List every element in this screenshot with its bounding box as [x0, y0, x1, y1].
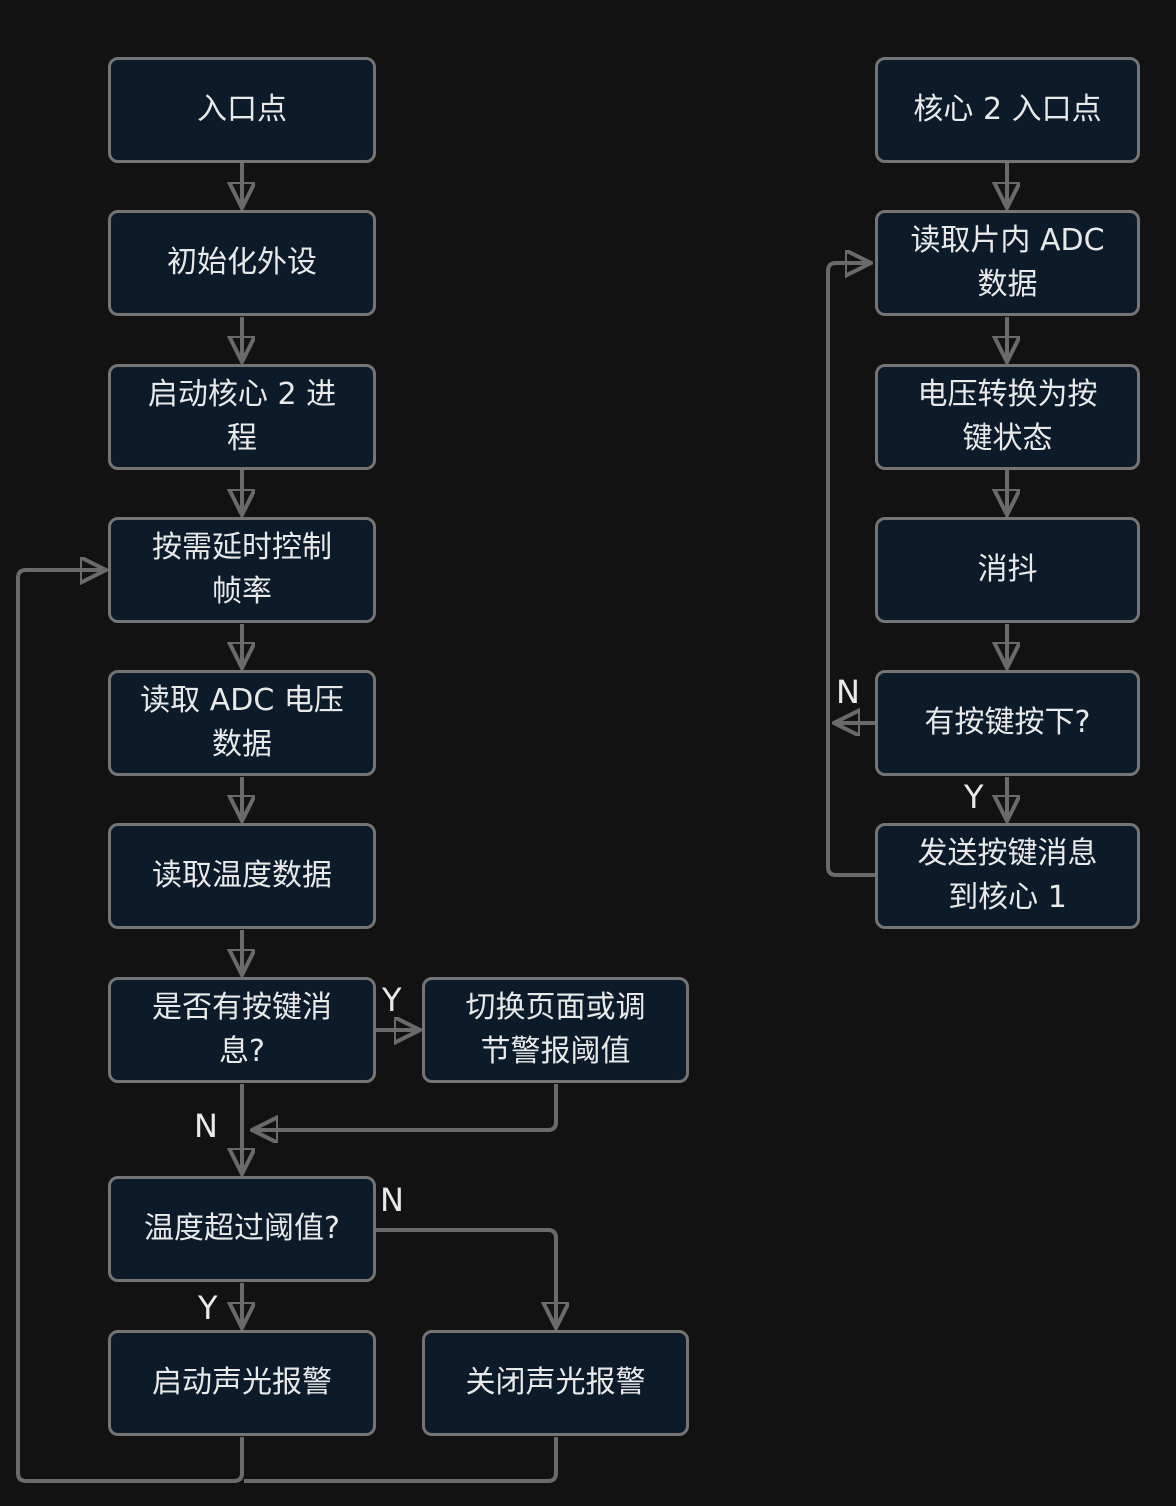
- node-entry-point: 入口点: [108, 57, 376, 163]
- edge-switchpage-merge: [256, 1084, 558, 1130]
- node-read-temperature: 读取温度数据: [108, 823, 376, 929]
- node-core2-entry-point: 核心 2 入口点: [875, 57, 1140, 163]
- branch-label-keypressed-no: N: [836, 673, 860, 711]
- edge-alarmoff-join: [244, 1437, 558, 1483]
- node-temp-over-threshold-decision: 温度超过阈值?: [108, 1176, 376, 1282]
- edge-tempover-alarmoff-no: [376, 1228, 556, 1324]
- edge-send-loop: [826, 263, 875, 877]
- branch-label-keypressed-yes: Y: [964, 778, 984, 816]
- node-key-pressed-decision: 有按键按下?: [875, 670, 1140, 776]
- node-start-core2-process: 启动核心 2 进程: [108, 364, 376, 470]
- node-read-adc-voltage: 读取 ADC 电压数据: [108, 670, 376, 776]
- node-key-message-decision: 是否有按键消息?: [108, 977, 376, 1083]
- node-voltage-to-key-state: 电压转换为按键状态: [875, 364, 1140, 470]
- node-switch-page-adjust-threshold: 切换页面或调节警报阈值: [422, 977, 689, 1083]
- node-read-onchip-adc: 读取片内 ADC 数据: [875, 210, 1140, 316]
- branch-label-keymsg-no: N: [194, 1107, 218, 1145]
- node-send-key-message: 发送按键消息到核心 1: [875, 823, 1140, 929]
- node-init-peripherals: 初始化外设: [108, 210, 376, 316]
- node-alarm-on: 启动声光报警: [108, 1330, 376, 1436]
- edge-alarmon-loop: [16, 570, 244, 1483]
- branch-label-tempover-yes: Y: [198, 1289, 218, 1327]
- branch-label-tempover-no: N: [380, 1181, 404, 1219]
- node-frame-delay: 按需延时控制帧率: [108, 517, 376, 623]
- node-debounce: 消抖: [875, 517, 1140, 623]
- branch-label-keymsg-yes: Y: [382, 981, 402, 1019]
- node-alarm-off: 关闭声光报警: [422, 1330, 689, 1436]
